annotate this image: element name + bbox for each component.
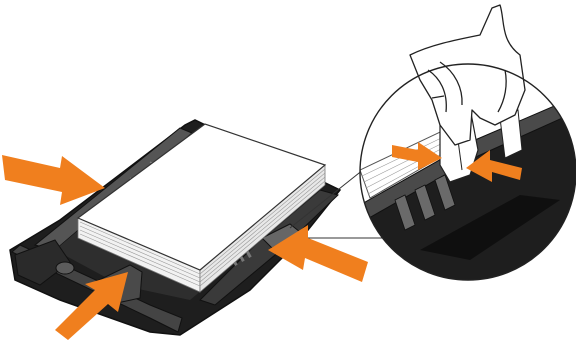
tray-corner-grip: [56, 262, 74, 274]
